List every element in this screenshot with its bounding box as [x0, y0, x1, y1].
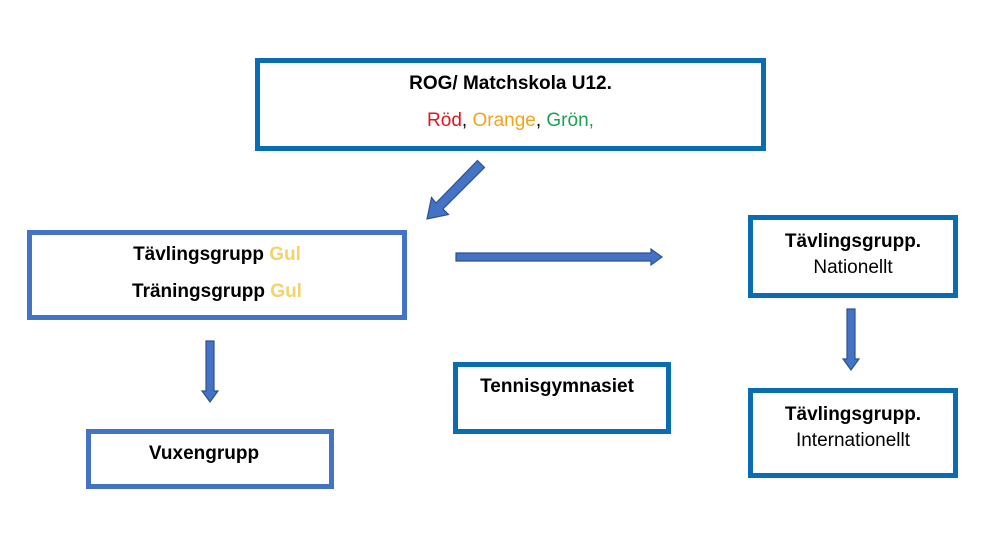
international-title: Tävlingsgrupp.	[784, 404, 922, 425]
top-box-title: ROG/ Matchskola U12.	[409, 73, 612, 94]
competition-group-label: Tävlingsgrupp	[133, 244, 264, 265]
tennis-school-box: Tennisgymnasiet	[453, 362, 671, 434]
training-group-color: Gul	[270, 281, 302, 302]
national-title: Tävlingsgrupp.	[784, 231, 922, 252]
adult-group-title: Vuxengrupp	[148, 443, 260, 464]
arrow-top-to-left	[426, 159, 486, 220]
national-box: Tävlingsgrupp. Nationellt	[748, 215, 958, 298]
arrow-national-to-international	[841, 308, 861, 372]
international-subtitle: Internationellt	[795, 430, 911, 451]
arrow-left-to-national	[455, 247, 664, 267]
left-box: Tävlingsgrupp Gul Träningsgrupp Gul	[27, 230, 407, 320]
separator: ,	[461, 110, 468, 131]
top-box-colors: Röd, Orange, Grön,	[260, 110, 761, 132]
training-group-label: Träningsgrupp	[132, 281, 266, 302]
top-box: ROG/ Matchskola U12. Röd, Orange, Grön,	[255, 58, 766, 151]
competition-group-color: Gul	[269, 244, 301, 265]
color-red-label: Röd	[427, 110, 462, 131]
international-box: Tävlingsgrupp. Internationellt	[748, 388, 958, 478]
arrow-left-to-adult	[200, 340, 220, 404]
adult-group-box: Vuxengrupp	[86, 429, 334, 489]
national-subtitle: Nationellt	[813, 257, 893, 278]
tennis-school-title: Tennisgymnasiet	[480, 376, 634, 397]
left-box-line1: Tävlingsgrupp Gul	[32, 244, 402, 266]
separator: ,	[535, 110, 542, 131]
color-green-label: Grön,	[546, 110, 594, 131]
color-orange-label: Orange	[472, 110, 536, 131]
left-box-line2: Träningsgrupp Gul	[32, 281, 402, 303]
